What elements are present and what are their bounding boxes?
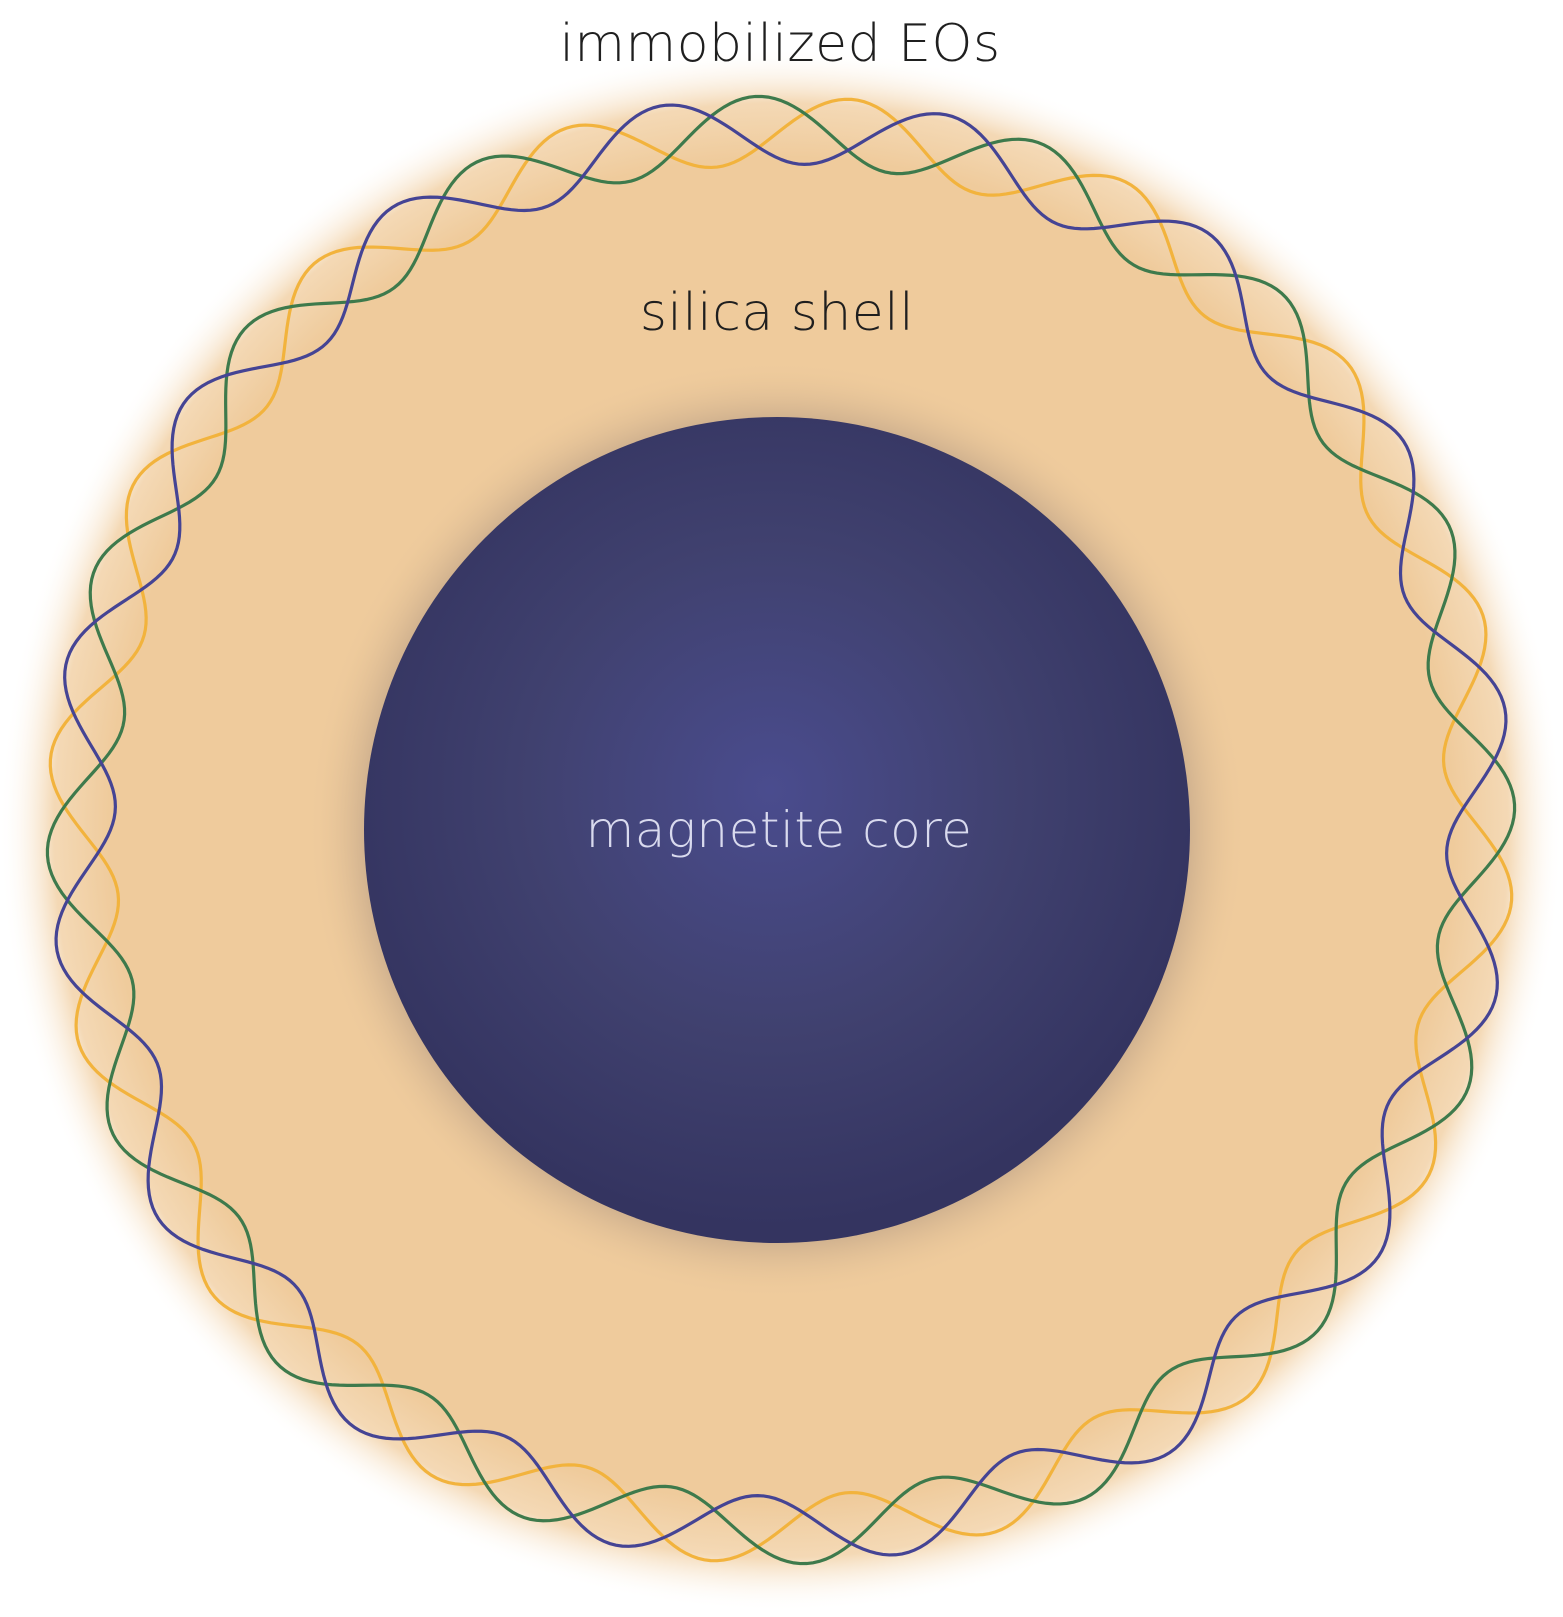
label-magnetite-core: magnetite core: [585, 801, 973, 859]
core-disc: [364, 417, 1190, 1243]
immobilized-eos-rings: [45, 94, 1517, 1566]
label-silica-shell: silica shell: [639, 283, 915, 343]
green-wave: [45, 94, 1517, 1566]
blue-wave: [54, 103, 1508, 1557]
magnetite-core: [307, 360, 1247, 1300]
label-immobilized-eos: immobilized EOs: [559, 14, 1001, 74]
orange-wave: [48, 97, 1514, 1563]
